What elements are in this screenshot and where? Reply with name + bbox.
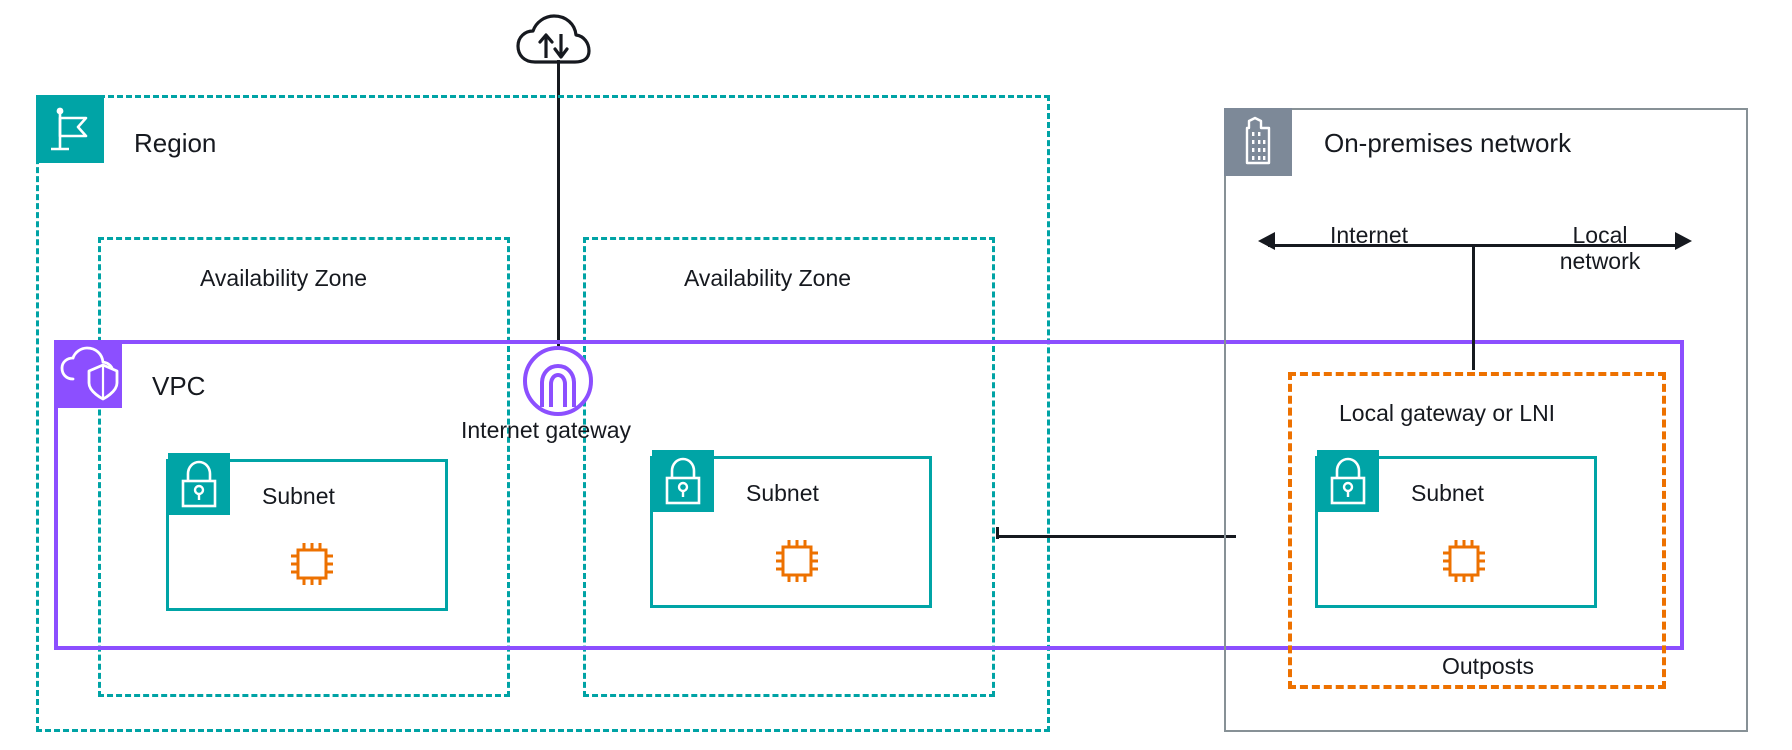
region-label: Region: [134, 128, 217, 158]
internet-gateway-label: Internet gateway: [461, 417, 632, 443]
arrow-head-right-icon: [1675, 232, 1692, 250]
local-gateway-or-lni-label: Local gateway or LNI: [1339, 400, 1556, 426]
subnet-2-label: Subnet: [746, 480, 819, 506]
subnet-to-onprem-connector: [996, 535, 1236, 538]
arrow-head-left-icon: [1258, 232, 1275, 250]
region-container: [36, 95, 1050, 732]
subnet-lock-icon: [1317, 450, 1379, 512]
subnet-1-label: Subnet: [262, 483, 335, 509]
ec2-instance-chip-icon: [285, 537, 339, 591]
on-premises-network-label: On-premises network: [1324, 128, 1572, 158]
vpc-right-edge: [1680, 340, 1684, 650]
subnet-to-onprem-connector-elbow: [996, 527, 999, 539]
availability-zone-1-container: [98, 237, 510, 697]
availability-zone-1-label: Availability Zone: [200, 265, 368, 291]
ec2-instance-chip-icon: [1437, 534, 1491, 588]
on-premises-building-icon: [1224, 108, 1292, 176]
subnet-lock-icon: [168, 453, 230, 515]
internet-direction-label: Internet: [1330, 222, 1408, 248]
region-flag-icon: [36, 95, 104, 163]
subnet-1-container: [166, 459, 448, 611]
on-premises-network-container: [1224, 108, 1748, 732]
vpc-cloud-shield-icon: [56, 342, 122, 408]
internet-gateway-icon: [522, 345, 594, 417]
vpc-label: VPC: [152, 371, 206, 401]
vpc-container: [54, 340, 1684, 650]
subnet-3-label: Subnet: [1411, 480, 1484, 506]
arrow-vertical-stem: [1472, 244, 1475, 370]
internet-to-gateway-connector: [557, 60, 560, 360]
local-network-direction-label: Local network: [1559, 222, 1641, 275]
outposts-container: [1288, 372, 1666, 689]
internet-cloud-updown-arrows-icon: [515, 14, 591, 76]
subnet-lock-icon: [652, 450, 714, 512]
availability-zone-2-label: Availability Zone: [684, 265, 852, 291]
ec2-instance-chip-icon: [770, 534, 824, 588]
availability-zone-2-container: [583, 237, 995, 697]
outposts-label: Outposts: [1432, 653, 1545, 680]
